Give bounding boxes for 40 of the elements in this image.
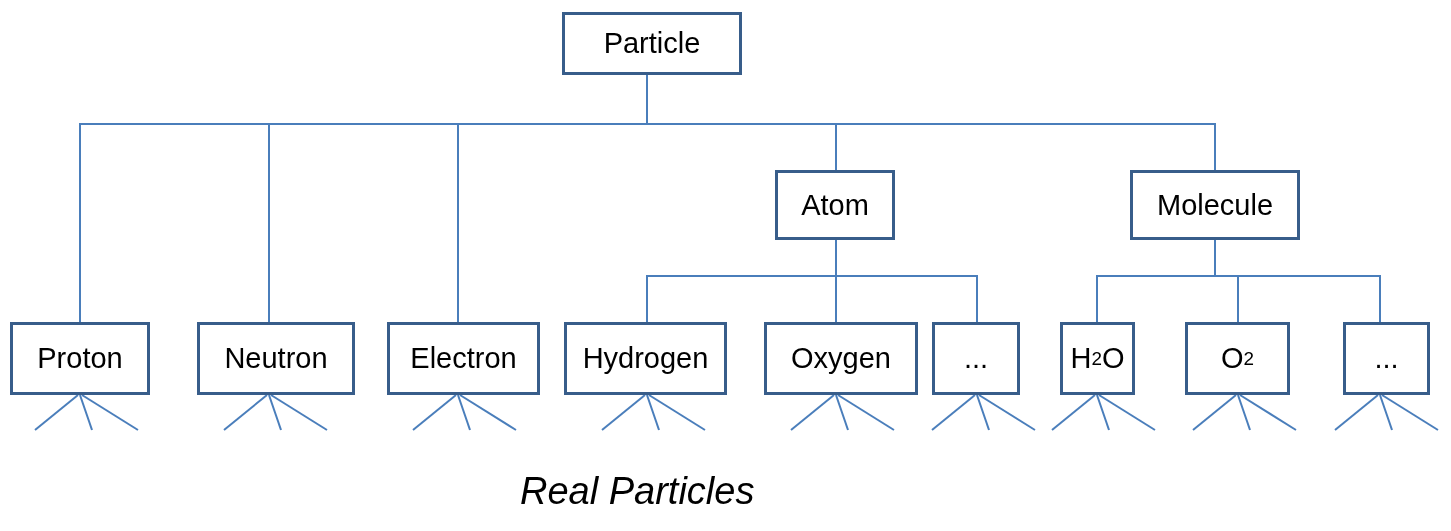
class-box: Proton bbox=[10, 322, 150, 395]
class-box: Atom bbox=[775, 170, 895, 240]
class-box: Hydrogen bbox=[564, 322, 727, 395]
branch-line bbox=[412, 394, 457, 431]
branch-line bbox=[976, 394, 990, 431]
class-box: Electron bbox=[387, 322, 540, 395]
branch-line bbox=[223, 394, 268, 431]
class-box: ... bbox=[1343, 322, 1430, 395]
branch-line bbox=[34, 394, 79, 431]
branch-line bbox=[837, 394, 895, 431]
class-box: Particle bbox=[562, 12, 742, 75]
branch-line bbox=[270, 394, 328, 431]
class-box: ... bbox=[932, 322, 1020, 395]
connector-line bbox=[835, 239, 978, 323]
branch-line bbox=[1051, 394, 1096, 431]
branch-line bbox=[268, 394, 282, 431]
branch-line bbox=[1381, 394, 1439, 431]
branch-line bbox=[459, 394, 517, 431]
branch-line bbox=[648, 394, 706, 431]
connector-line bbox=[1214, 239, 1381, 323]
branch-line bbox=[1239, 394, 1297, 431]
branch-line bbox=[1334, 394, 1379, 431]
branch-line bbox=[646, 394, 660, 431]
branch-line bbox=[601, 394, 646, 431]
branch-line bbox=[81, 394, 139, 431]
branch-line bbox=[1096, 394, 1110, 431]
class-box: Molecule bbox=[1130, 170, 1300, 240]
branch-line bbox=[1192, 394, 1237, 431]
class-box: Oxygen bbox=[764, 322, 918, 395]
caption: Real Particles bbox=[520, 470, 755, 513]
branch-line bbox=[1379, 394, 1393, 431]
class-box: Neutron bbox=[197, 322, 355, 395]
branch-line bbox=[79, 394, 93, 431]
branch-line bbox=[790, 394, 835, 431]
branch-line bbox=[457, 394, 471, 431]
branch-line bbox=[978, 394, 1036, 431]
branch-line bbox=[835, 394, 849, 431]
branch-line bbox=[931, 394, 976, 431]
branch-line bbox=[1237, 394, 1251, 431]
branch-line bbox=[1098, 394, 1156, 431]
